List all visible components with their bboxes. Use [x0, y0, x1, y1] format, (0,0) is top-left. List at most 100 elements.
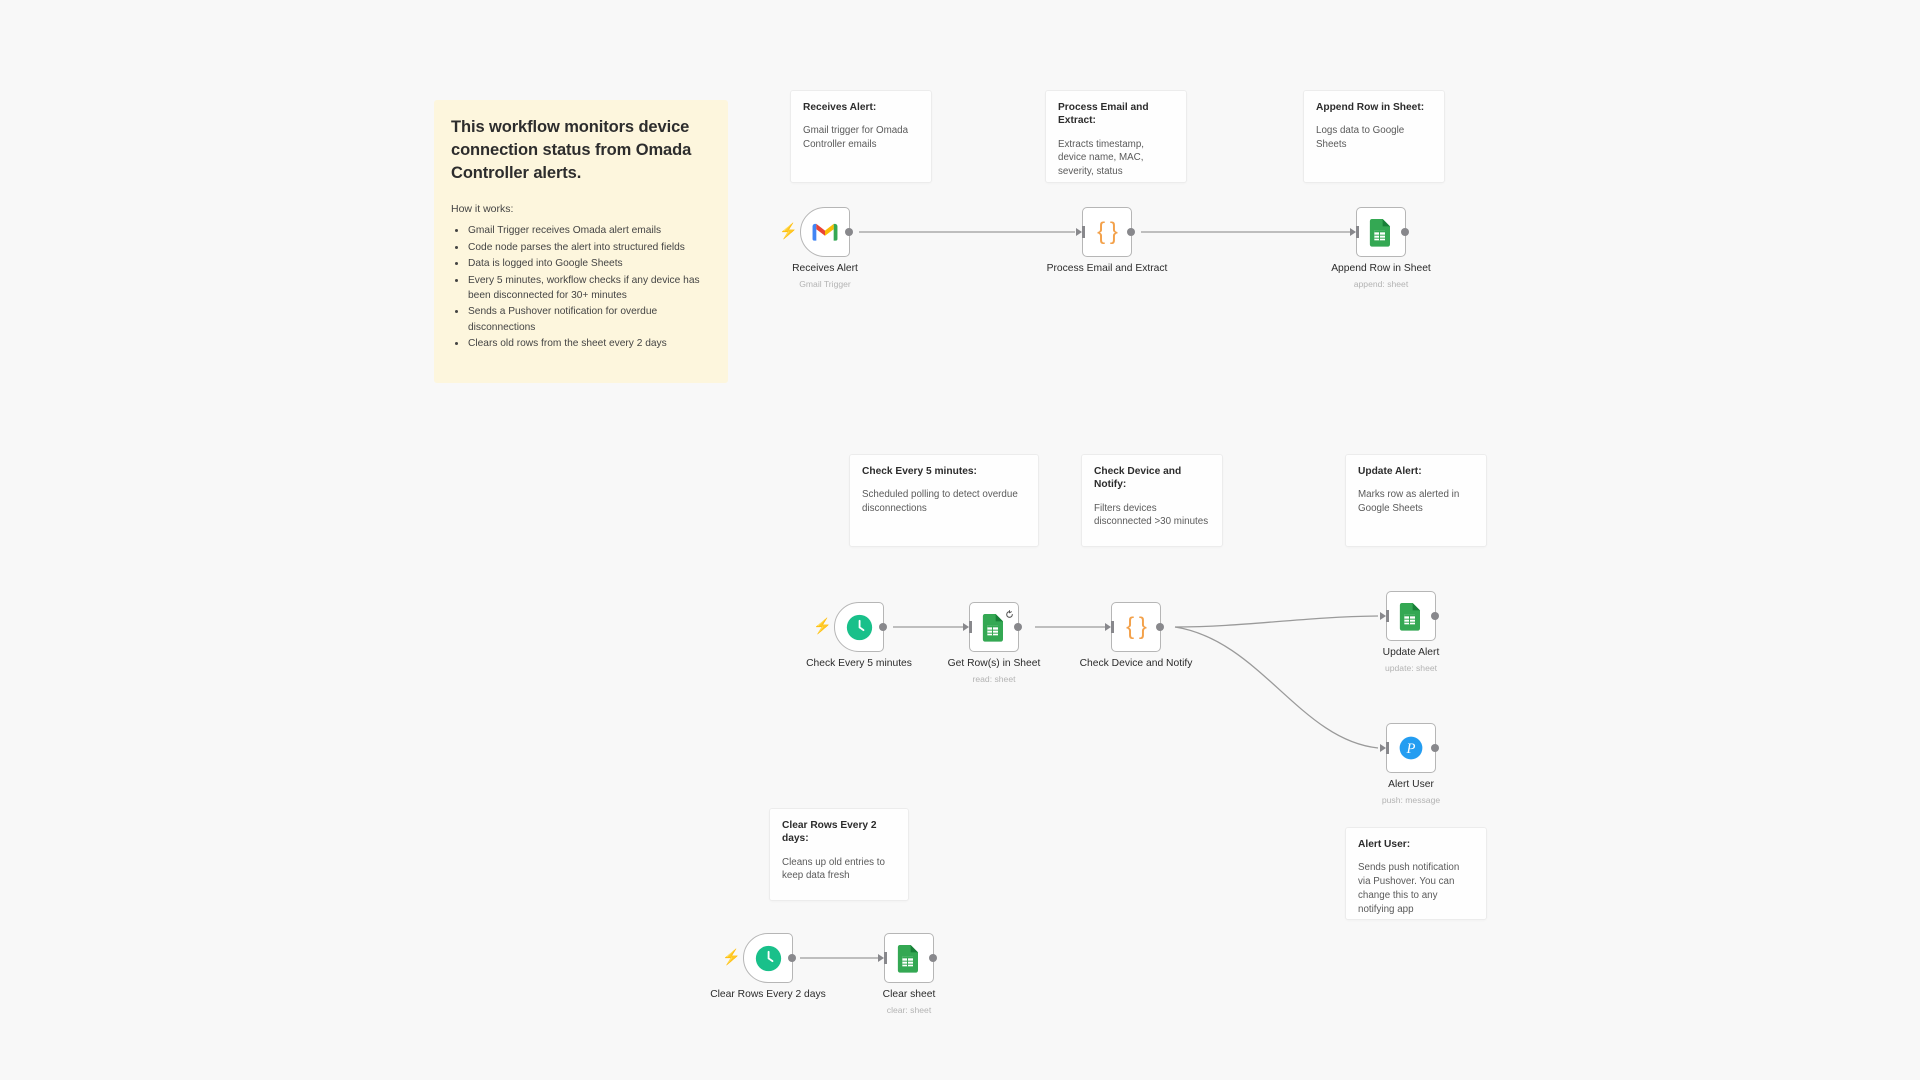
note-card-title: Check Device and Notify: [1094, 466, 1182, 491]
note-card-body: Gmail trigger for Omada Controller email… [803, 125, 909, 151]
note-card-check-every-5[interactable]: Check Every 5 minutes: Scheduled polling… [849, 454, 1039, 547]
output-port[interactable] [788, 954, 796, 962]
node-sublabel: read: sheet [972, 674, 1016, 684]
output-port[interactable] [845, 228, 853, 236]
svg-text:P: P [1406, 741, 1416, 757]
node-label: Clear Rows Every 2 days [710, 989, 826, 1000]
output-port[interactable] [1431, 744, 1439, 752]
google-sheets-icon [1398, 603, 1424, 631]
list-item: Every 5 minutes, workflow checks if any … [467, 273, 710, 303]
node-sublabel: update: sheet [1384, 663, 1438, 673]
input-port[interactable] [1380, 610, 1389, 622]
output-port[interactable] [1127, 228, 1135, 236]
note-card-receives-alert[interactable]: Receives Alert: Gmail trigger for Omada … [790, 90, 932, 183]
note-card-title: Alert User: [1358, 839, 1411, 850]
node-append-row-in-sheet[interactable]: Append Row in Sheet append: sheet [1331, 207, 1431, 289]
node-label: Update Alert [1382, 647, 1440, 658]
input-port[interactable] [878, 952, 887, 964]
note-card-check-device-notify[interactable]: Check Device and Notify: Filters devices… [1081, 454, 1223, 547]
node-label: Receives Alert [792, 263, 858, 274]
node-clear-sheet[interactable]: Clear sheet clear: sheet [878, 933, 937, 1015]
node-body[interactable]: P [1380, 723, 1439, 773]
node-label: Append Row in Sheet [1331, 263, 1431, 274]
node-label: Get Row(s) in Sheet [947, 658, 1041, 669]
pushover-icon: P [1398, 735, 1424, 761]
retry-icon [1005, 606, 1014, 618]
note-card-update-alert[interactable]: Update Alert: Marks row as alerted in Go… [1345, 454, 1487, 547]
node-body[interactable]: ⚡ [813, 602, 887, 652]
input-port[interactable] [1105, 621, 1114, 633]
node-update-alert[interactable]: Update Alert update: sheet [1380, 591, 1439, 673]
node-label: Check Device and Notify [1079, 658, 1193, 669]
note-card-title: Update Alert: [1358, 466, 1422, 477]
node-sublabel: Gmail Trigger [799, 279, 851, 289]
note-card-process-email[interactable]: Process Email and Extract: Extracts time… [1045, 90, 1187, 183]
trigger-bolt-icon: ⚡ [779, 223, 798, 240]
node-body[interactable] [878, 933, 937, 983]
sticky-note-title: This workflow monitors device connection… [451, 118, 692, 182]
sticky-note-subtitle: How it works: [451, 203, 514, 216]
output-port[interactable] [1431, 612, 1439, 620]
output-port[interactable] [929, 954, 937, 962]
note-card-body: Filters devices disconnected >30 minutes [1094, 502, 1209, 528]
node-label: Alert User [1388, 779, 1434, 790]
code-braces-icon: { } [1126, 613, 1147, 640]
note-card-body: Scheduled polling to detect overdue disc… [862, 489, 1018, 515]
node-label: Check Every 5 minutes [806, 658, 912, 669]
note-card-alert-user[interactable]: Alert User: Sends push notification via … [1345, 827, 1487, 920]
node-body[interactable] [963, 602, 1022, 652]
list-item: Clears old rows from the sheet every 2 d… [467, 336, 710, 351]
gmail-icon [812, 219, 838, 245]
trigger-bolt-icon: ⚡ [722, 949, 741, 966]
note-card-clear-rows[interactable]: Clear Rows Every 2 days: Cleans up old e… [769, 808, 909, 901]
node-body[interactable]: ⚡ [722, 933, 796, 983]
output-port[interactable] [1014, 623, 1022, 631]
note-card-title: Process Email and Extract: [1058, 102, 1149, 127]
note-card-title: Check Every 5 minutes: [862, 466, 977, 477]
node-check-device-and-notify[interactable]: { } Check Device and Notify [1080, 602, 1192, 669]
note-card-body: Logs data to Google Sheets [1316, 125, 1405, 151]
sticky-note-bullet-list: Gmail Trigger receives Omada alert email… [451, 223, 710, 351]
clock-icon [755, 945, 782, 972]
node-body[interactable]: { } [1105, 602, 1164, 652]
input-port[interactable] [1350, 226, 1359, 238]
input-port[interactable] [1380, 742, 1389, 754]
list-item: Sends a Pushover notification for overdu… [467, 304, 710, 334]
list-item: Code node parses the alert into structur… [467, 240, 710, 255]
node-sublabel: push: message [1381, 795, 1441, 805]
output-port[interactable] [1401, 228, 1409, 236]
note-card-title: Receives Alert: [803, 102, 877, 113]
clock-icon [846, 614, 873, 641]
input-port[interactable] [963, 621, 972, 633]
node-process-email-and-extract[interactable]: { } Process Email and Extract [1047, 207, 1167, 274]
sticky-note-overview[interactable]: This workflow monitors device connection… [434, 100, 728, 383]
list-item: Gmail Trigger receives Omada alert email… [467, 223, 710, 238]
node-get-rows-in-sheet[interactable]: Get Row(s) in Sheet read: sheet [948, 602, 1040, 684]
note-card-body: Marks row as alerted in Google Sheets [1358, 489, 1460, 515]
output-port[interactable] [879, 623, 887, 631]
trigger-bolt-icon: ⚡ [813, 618, 832, 635]
google-sheets-icon [1368, 219, 1394, 247]
node-sublabel: clear: sheet [886, 1005, 932, 1015]
note-card-title: Clear Rows Every 2 days: [782, 820, 877, 845]
node-body[interactable] [1350, 207, 1409, 257]
node-label: Clear sheet [882, 989, 936, 1000]
note-card-append-row[interactable]: Append Row in Sheet: Logs data to Google… [1303, 90, 1445, 183]
node-check-every-5-minutes[interactable]: ⚡ Check Every 5 minutes [806, 602, 912, 669]
node-receives-alert[interactable]: ⚡ Receives Alert Gmail Trigger [779, 207, 858, 289]
list-item: Data is logged into Google Sheets [467, 256, 710, 271]
node-label: Process Email and Extract [1046, 263, 1168, 274]
node-sublabel: append: sheet [1353, 279, 1409, 289]
node-clear-rows-every-2-days[interactable]: ⚡ Clear Rows Every 2 days [710, 933, 826, 1000]
node-alert-user[interactable]: P Alert User push: message [1380, 723, 1440, 805]
code-braces-icon: { } [1097, 218, 1118, 245]
note-card-title: Append Row in Sheet: [1316, 102, 1425, 113]
node-body[interactable] [1380, 591, 1439, 641]
output-port[interactable] [1156, 623, 1164, 631]
input-port[interactable] [1076, 226, 1085, 238]
note-card-body: Sends push notification via Pushover. Yo… [1358, 862, 1460, 915]
google-sheets-icon [981, 614, 1007, 642]
node-body[interactable]: ⚡ [779, 207, 853, 257]
node-body[interactable]: { } [1076, 207, 1135, 257]
